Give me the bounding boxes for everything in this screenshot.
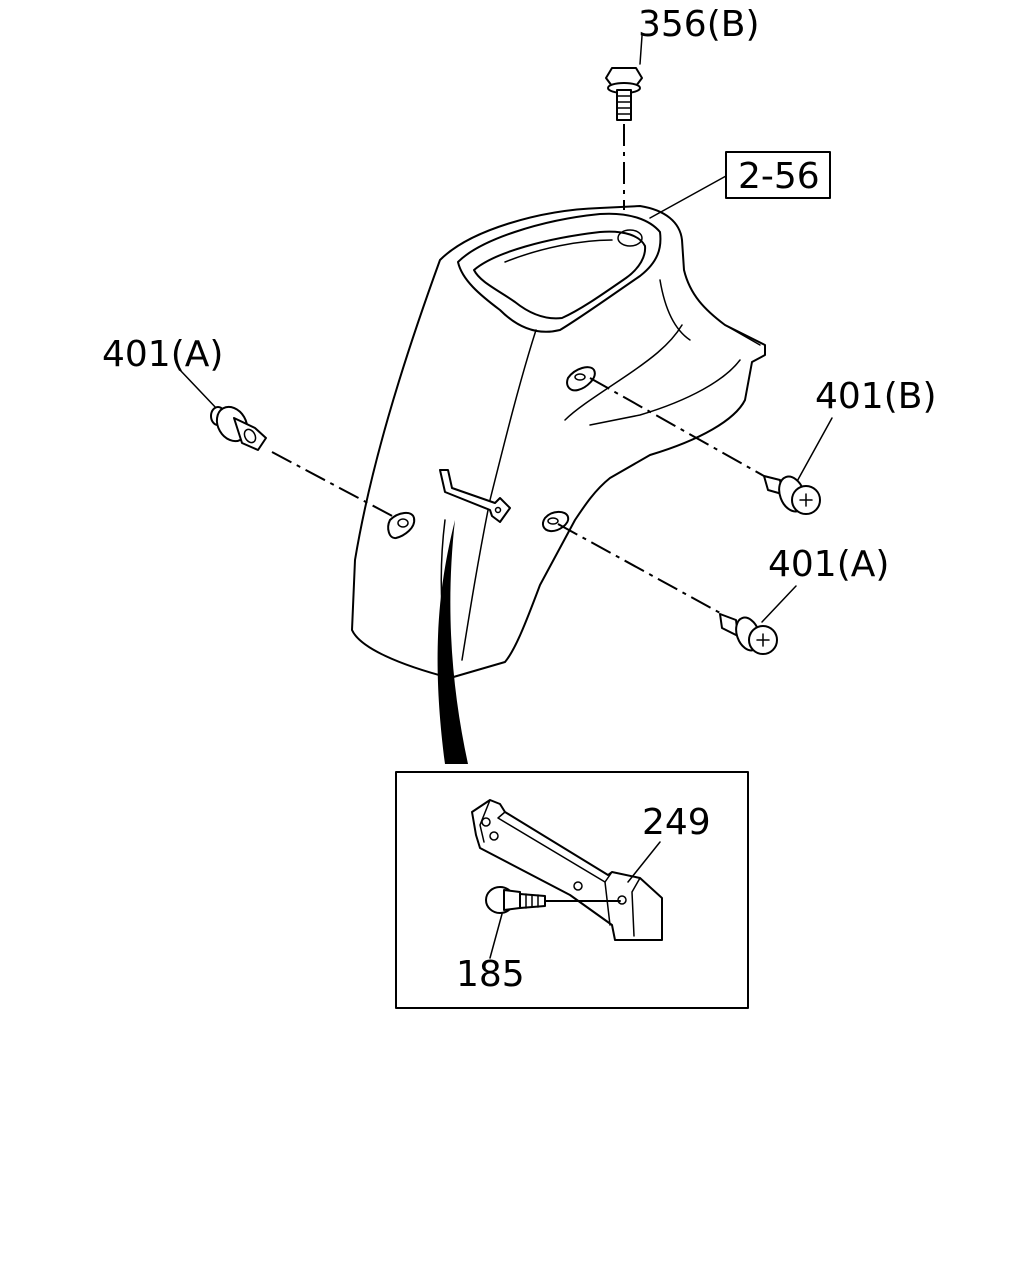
bolt-detail-callout [489, 913, 503, 959]
clip-left-dash [271, 451, 397, 519]
clip-right-upper-dash [589, 377, 765, 477]
bolt-top-icon [605, 67, 643, 121]
clip-right-lower-icon [719, 613, 778, 655]
clip-right-lower-callout [761, 585, 797, 623]
clip-right-lower-dash [557, 523, 723, 615]
clip-left-callout [179, 369, 219, 411]
label-clip-right-lower: 401(A) [768, 544, 889, 585]
label-clip-left: 401(A) [102, 334, 223, 375]
bolt-top-callout-line [639, 35, 643, 65]
console-panel-icon [351, 205, 766, 679]
console-ref-leader [649, 175, 727, 219]
clip-right-upper-icon [763, 475, 821, 515]
bracket-icon [471, 799, 663, 941]
clip-right-upper-callout [794, 417, 833, 486]
label-console-ref: 2-56 [738, 156, 820, 197]
label-clip-right-upper: 401(B) [815, 376, 937, 417]
detail-pointer [437, 520, 468, 764]
bracket-callout [627, 841, 661, 883]
label-bolt-top: 356(B) [638, 4, 760, 45]
label-bracket: 249 [642, 802, 711, 843]
bolt-detail-icon [485, 886, 546, 914]
detail-box [395, 771, 749, 1009]
clip-left-icon [210, 405, 267, 451]
reference-box [725, 151, 831, 199]
label-bolt-detail: 185 [456, 954, 525, 995]
